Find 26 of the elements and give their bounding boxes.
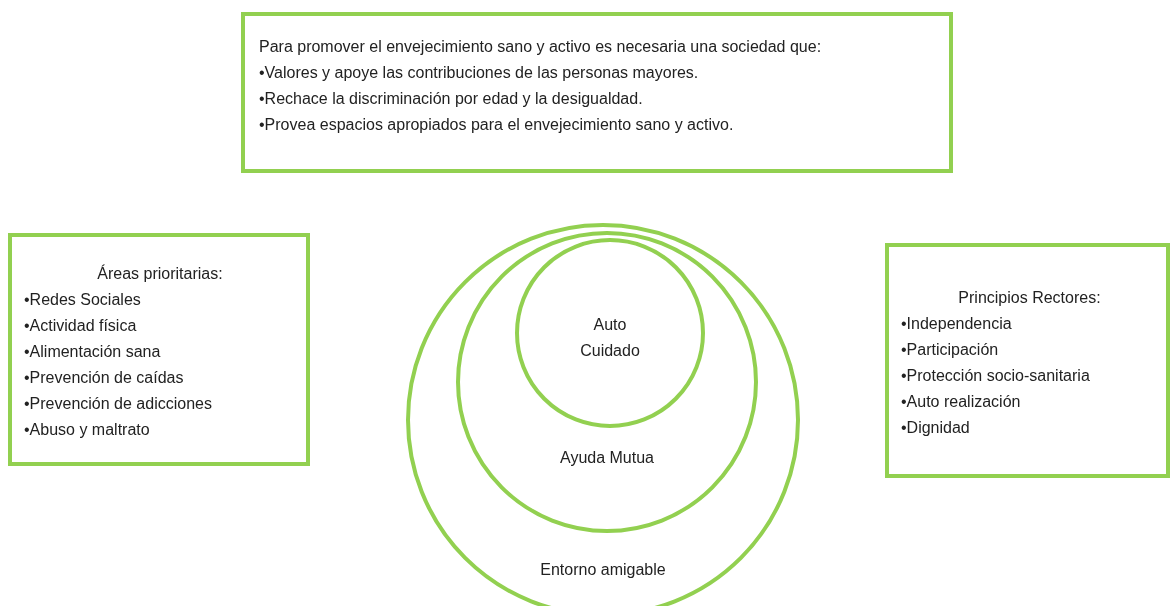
bullet-item: •Prevención de caídas xyxy=(24,368,185,388)
box-heading: Para promover el envejecimiento sano y activo es necesaria una sociedad que: xyxy=(259,37,823,57)
bullet-item: •Protección socio-sanitaria xyxy=(901,366,1091,386)
bullet-item: •Actividad física xyxy=(24,316,138,336)
bullet-item: •Provea espacios apropiados para el envejecimiento sano y activo. xyxy=(259,115,735,135)
bullet-item: •Dignidad xyxy=(901,418,971,438)
bullet-item: •Alimentación sana xyxy=(24,342,162,362)
circle xyxy=(456,231,758,533)
bullet-item: •Abuso y maltrato xyxy=(24,420,151,440)
bullet-item: •Auto realización xyxy=(901,392,1022,412)
box-heading: Principios Rectores: xyxy=(957,288,1102,308)
bullet-item: •Redes Sociales xyxy=(24,290,142,310)
bullet-item: •Independencia xyxy=(901,314,1013,334)
bullet-item: •Rechace la discriminación por edad y la desigualdad. xyxy=(259,89,644,109)
circle-label: Auto Cuidado xyxy=(579,315,641,361)
circle-label: Ayuda Mutua xyxy=(560,448,654,468)
circle xyxy=(515,238,705,428)
text-box xyxy=(885,243,1170,478)
bullet-item: •Participación xyxy=(901,340,1000,360)
text-box xyxy=(8,233,310,466)
text-box xyxy=(241,12,953,173)
circle xyxy=(406,223,800,606)
bullet-item: •Valores y apoye las contribuciones de las personas mayores. xyxy=(259,63,700,83)
bullet-item: •Prevención de adicciones xyxy=(24,394,213,414)
circle-label: Entorno amigable xyxy=(540,560,666,580)
box-heading: Áreas prioritarias: xyxy=(96,263,224,284)
